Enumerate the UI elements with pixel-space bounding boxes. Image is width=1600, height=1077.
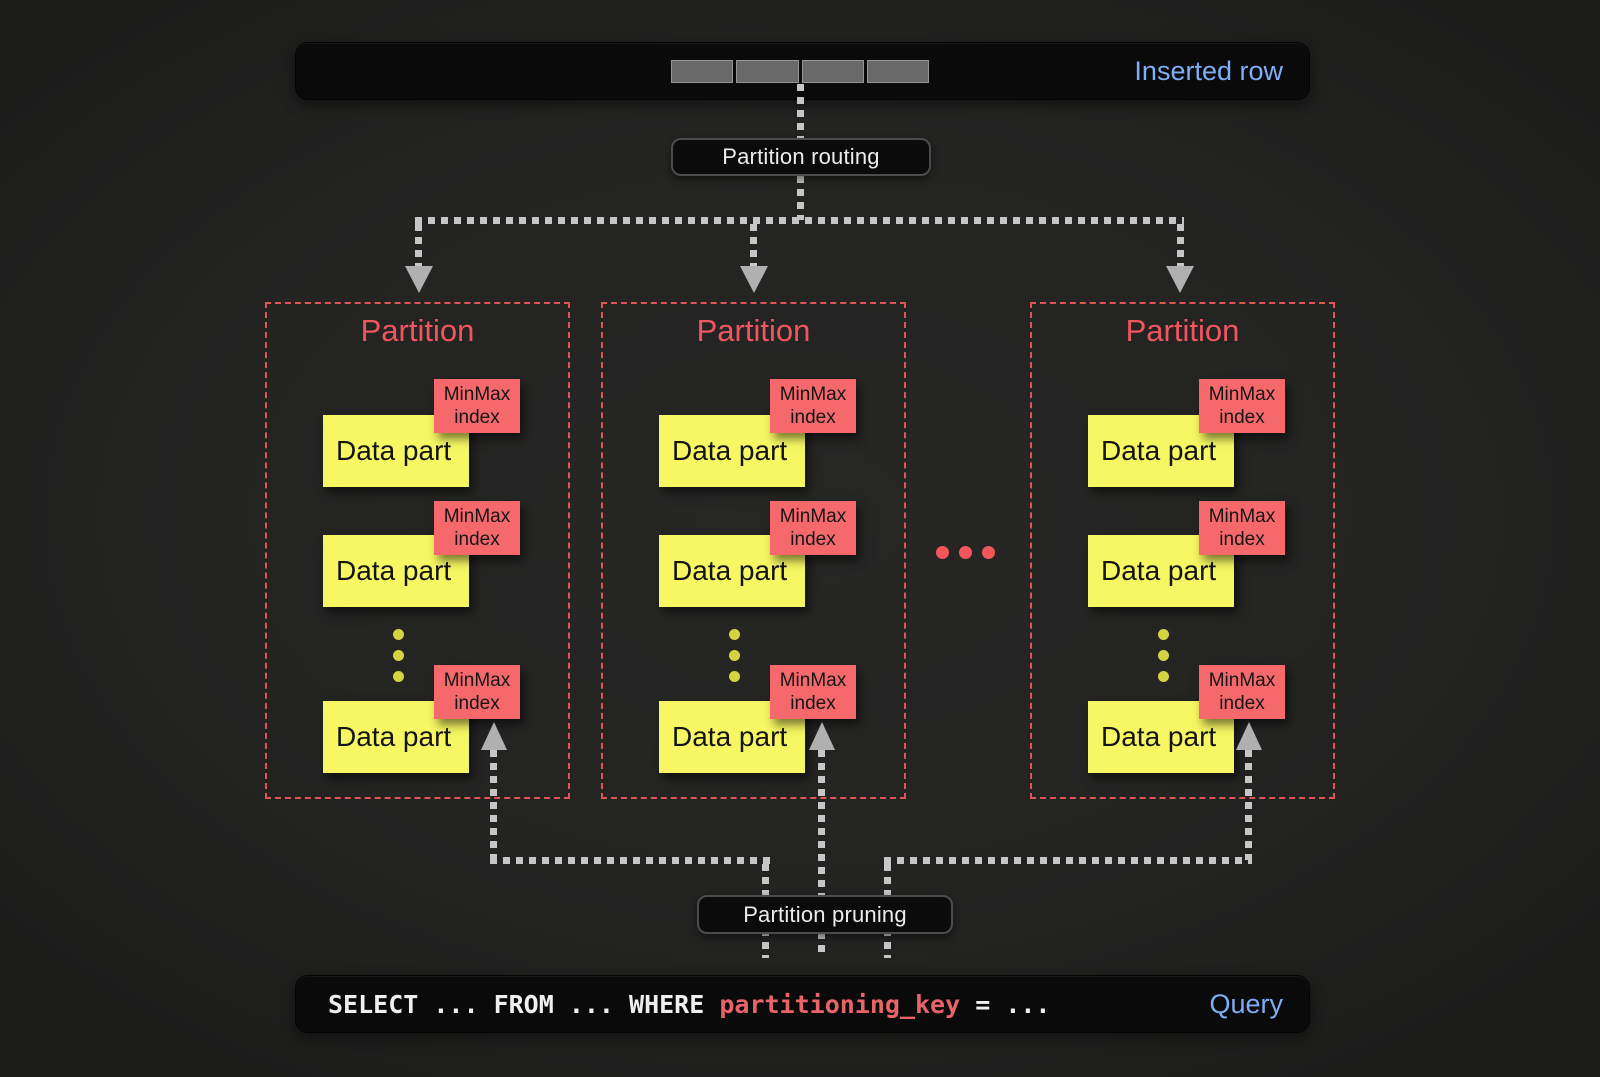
minmax-index: MinMax index [770,665,856,719]
sql-post: = ... [960,989,1051,1019]
sql-partitioning-key: partitioning_key [719,989,961,1019]
arrow-up-icon [1236,722,1262,750]
minmax-index: MinMax index [434,379,520,433]
partition-title: Partition [360,313,475,348]
row-segment [866,60,929,83]
query-bar: SELECT ... FROM ... WHERE partitioning_k… [295,975,1310,1033]
hidden-parts-ellipsis [729,629,740,692]
hidden-parts-ellipsis [393,629,404,692]
query-sql-text: SELECT ... FROM ... WHERE partitioning_k… [328,976,1050,1032]
row-segment [671,60,734,83]
routing-branch-line [415,217,1184,224]
minmax-index: MinMax index [1199,665,1285,719]
arrow-up-icon [481,722,507,750]
partition-box: Partition MinMax index Data part MinMax … [601,302,906,799]
arrow-down-icon [405,266,433,293]
partition-title: Partition [696,313,811,348]
inserted-row-label: Inserted row [1134,55,1283,86]
pruning-line-right-horizontal [884,857,1252,864]
routing-line-bottom [797,176,804,220]
minmax-index: MinMax index [1199,379,1285,433]
arrow-down-icon [1166,266,1194,293]
minmax-index: MinMax index [434,501,520,555]
minmax-index: MinMax index [434,665,520,719]
pruning-line-left-up [490,750,497,860]
branch-line-left [415,224,422,268]
partition-pruning-label: Partition pruning [743,901,907,927]
sql-pre: SELECT ... FROM ... WHERE [328,989,720,1019]
query-label: Query [1209,988,1283,1019]
partition-pruning-pill: Partition pruning [697,895,953,934]
inserted-row-bar: Inserted row [295,42,1310,100]
pruning-line-left-horizontal [490,857,773,864]
minmax-index: MinMax index [770,379,856,433]
row-segments [671,60,929,83]
partition-box: Partition MinMax index Data part MinMax … [1030,302,1335,799]
partition-routing-label: Partition routing [722,144,880,169]
hidden-parts-ellipsis [1158,629,1169,692]
data-part: Data part [1088,701,1234,773]
pruning-line-center [818,750,825,958]
row-segment [736,60,799,83]
row-segment [801,60,864,83]
partition-box: Partition MinMax index Data part MinMax … [265,302,570,799]
routing-line-top [797,84,804,138]
minmax-index: MinMax index [770,501,856,555]
minmax-index: MinMax index [1199,501,1285,555]
arrow-up-icon [809,722,835,750]
branch-line-right [1177,224,1184,268]
hidden-partitions-ellipsis [936,546,995,559]
pruning-line-right-up [1245,750,1252,860]
partition-routing-pill: Partition routing [671,138,931,176]
arrow-down-icon [740,266,768,293]
branch-line-center [750,224,757,268]
partition-title: Partition [1125,313,1240,348]
